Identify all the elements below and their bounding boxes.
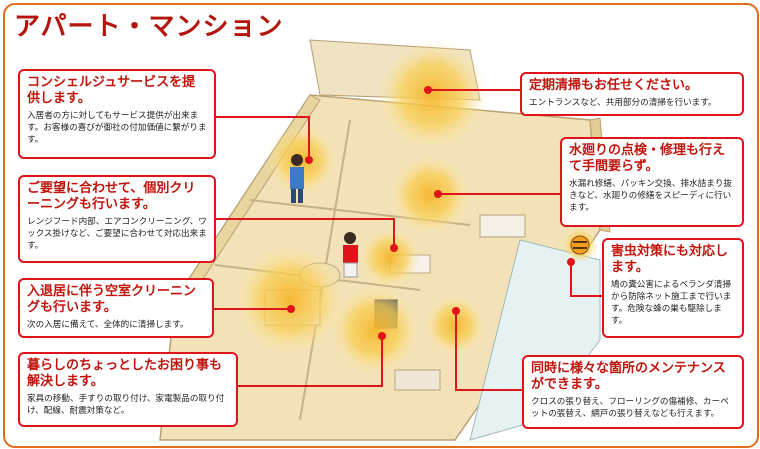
leader-line	[215, 218, 395, 220]
dining-table	[479, 214, 526, 238]
leader-line	[570, 295, 602, 297]
callout-regular: 定期清掃もお任せください。 エントランスなど、共用部分の清掃を行います。	[520, 72, 744, 116]
concierge-person	[290, 154, 304, 203]
callout-move: 入退居に伴う空室クリーニングも行います。 次の入居に備えて、全体的に清掃します。	[18, 278, 214, 338]
leader-line	[455, 389, 523, 391]
leader-dot	[305, 156, 313, 164]
callout-body: 鳩の糞公害によるベランダ清掃から防除ネット施工まで行います。危険な蜂の巣も駆除し…	[611, 280, 732, 326]
bee-icon	[570, 235, 590, 255]
leader-dot	[452, 307, 460, 315]
callout-body: エントランスなど、共用部分の清掃を行います。	[529, 98, 717, 108]
callout-body: 入居者の方に対してもサービス提供が出来ます。お客様の喜びが御社の付加価値に繋がり…	[27, 111, 207, 145]
leader-line	[308, 116, 310, 158]
callout-pest: 害虫対策にも対応します。 鳩の糞公害によるベランダ清掃から防除ネット施工まで行い…	[602, 238, 744, 338]
page-title: アパート・マンション	[14, 12, 284, 42]
callout-title: ご要望に合わせて、個別クリーニングも行います。	[27, 181, 196, 212]
glow-spot	[360, 228, 420, 288]
callout-body: レンジフード内部、エアコンクリーニング、ワックス掛けなど、ご要望に合わせて対応出…	[27, 217, 207, 251]
leader-line	[213, 308, 291, 310]
callout-maint: 同時に様々な箇所のメンテナンスができます。 クロスの張り替え、フローリングの傷補…	[522, 355, 744, 429]
cleaning-person	[343, 232, 358, 278]
sofa	[394, 369, 441, 391]
callout-title: 害虫対策にも対応します。	[611, 244, 729, 275]
callout-title: 入退居に伴う空室クリーニングも行います。	[27, 284, 197, 315]
callout-title: 水廻りの点検・修理も行えて手間要らず。	[569, 143, 726, 174]
leader-line	[381, 336, 383, 386]
leader-line	[215, 116, 310, 118]
callout-water: 水廻りの点検・修理も行えて手間要らず。 水漏れ修繕、パッキン交換、排水詰まり抜き…	[560, 137, 744, 227]
callout-concierge: コンシェルジュサービスを提供します。 入居者の方に対してもサービス提供が出来ます…	[18, 69, 216, 159]
leader-dot	[434, 190, 442, 198]
leader-dot	[390, 244, 398, 252]
leader-dot	[567, 258, 575, 266]
leader-line	[455, 311, 457, 391]
callout-title: 暮らしのちょっとしたお困り事も解決します。	[27, 358, 223, 389]
glow-spot	[390, 155, 470, 235]
glow-spot	[377, 40, 487, 150]
callout-trouble: 暮らしのちょっとしたお困り事も解決します。 家具の移動、手すりの取り付け、家電製…	[18, 352, 238, 427]
leader-line	[438, 193, 560, 195]
leader-dot	[424, 86, 432, 94]
callout-body: クロスの張り替え、フローリングの傷補修、カーペットの張替え、網戸の張り替えなども…	[531, 397, 729, 419]
callout-title: 同時に様々な箇所のメンテナンスができます。	[531, 361, 726, 392]
callout-body: 家具の移動、手すりの取り付け、家電製品の取り付け、配線、耐震対策など。	[27, 394, 225, 416]
callout-title: 定期清掃もお任せください。	[529, 78, 699, 93]
callout-body: 水漏れ修繕、パッキン交換、排水詰まり抜きなど、水廻りの修繕をスピーディに行います…	[569, 179, 733, 213]
leader-dot	[378, 332, 386, 340]
glow-spot	[235, 245, 345, 355]
callout-title: コンシェルジュサービスを提供します。	[27, 75, 196, 106]
leader-line	[393, 218, 395, 248]
leader-line	[428, 89, 520, 91]
callout-body: 次の入居に備えて、全体的に清掃します。	[27, 320, 189, 330]
leader-line	[236, 385, 383, 387]
leader-dot	[287, 305, 295, 313]
leader-line	[570, 262, 572, 297]
callout-cleaning: ご要望に合わせて、個別クリーニングも行います。 レンジフード内部、エアコンクリー…	[18, 175, 216, 263]
glow-spot	[330, 285, 420, 375]
